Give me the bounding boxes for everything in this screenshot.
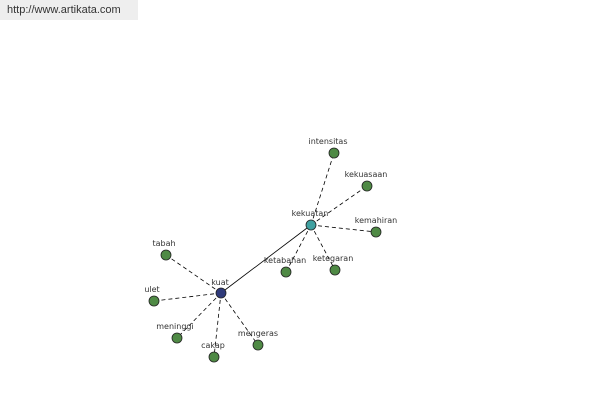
node-kuat[interactable]: kuat (211, 278, 229, 299)
node-label-mengeras[interactable]: mengeras (238, 329, 278, 338)
node-ketegaran[interactable]: ketegaran (313, 254, 354, 276)
edge-kekuatan-intensitas (310, 152, 335, 226)
node-tabah[interactable]: tabah (152, 239, 176, 261)
node-marker-ketabahan[interactable] (280, 266, 292, 278)
node-marker-kekuatan[interactable] (305, 219, 317, 231)
node-label-cakap[interactable]: cakap (201, 341, 225, 350)
node-label-intensitas[interactable]: intensitas (308, 137, 347, 146)
nodes-layer: kuat kekuatan tabah ulet meninggi cakap menger… (144, 137, 398, 363)
edge-kuat-meninggi (176, 292, 222, 339)
edge-kuat-tabah (165, 254, 222, 294)
node-marker-ulet[interactable] (148, 295, 160, 307)
node-ulet[interactable]: ulet (144, 285, 160, 307)
source-url[interactable]: http://www.artikata.com (0, 0, 138, 20)
node-marker-mengeras[interactable] (252, 339, 264, 351)
node-cakap[interactable]: cakap (201, 341, 225, 363)
edge-kuat-ulet (153, 292, 222, 302)
node-marker-cakap[interactable] (208, 351, 220, 363)
node-label-ketegaran[interactable]: ketegaran (313, 254, 354, 263)
node-label-kekuatan[interactable]: kekuatan (292, 209, 329, 218)
node-kemahiran[interactable]: kemahiran (355, 216, 398, 238)
edge-kuat-kekuatan (220, 224, 312, 294)
node-meninggi[interactable]: meninggi (156, 322, 194, 344)
node-intensitas[interactable]: intensitas (308, 137, 348, 159)
node-marker-meninggi[interactable] (171, 332, 183, 344)
edge-kekuatan-kemahiran (310, 224, 377, 233)
node-label-kekuasaan[interactable]: kekuasaan (345, 170, 388, 179)
node-marker-tabah[interactable] (160, 249, 172, 261)
edge-kuat-cakap (213, 292, 222, 358)
node-kekuasaan[interactable]: kekuasaan (345, 170, 388, 192)
edge-kekuatan-ketegaran (310, 224, 336, 271)
node-marker-intensitas[interactable] (328, 147, 340, 159)
node-mengeras[interactable]: mengeras (238, 329, 278, 351)
node-ketabahan[interactable]: ketabahan (264, 256, 306, 278)
edge-kekuatan-kekuasaan (310, 185, 368, 226)
node-label-kuat[interactable]: kuat (211, 278, 229, 287)
edge-kuat-mengeras (220, 292, 259, 346)
node-marker-kemahiran[interactable] (370, 226, 382, 238)
node-marker-kekuasaan[interactable] (361, 180, 373, 192)
node-label-ulet[interactable]: ulet (144, 285, 159, 294)
node-label-meninggi[interactable]: meninggi (156, 322, 193, 331)
node-marker-ketegaran[interactable] (329, 264, 341, 276)
node-label-kemahiran[interactable]: kemahiran (355, 216, 398, 225)
node-label-ketabahan[interactable]: ketabahan (264, 256, 306, 265)
edge-kekuatan-ketabahan (285, 224, 312, 273)
node-kekuatan[interactable]: kekuatan (292, 209, 329, 231)
node-label-tabah[interactable]: tabah (152, 239, 175, 248)
node-marker-kuat[interactable] (215, 287, 227, 299)
edges-layer (153, 152, 377, 358)
